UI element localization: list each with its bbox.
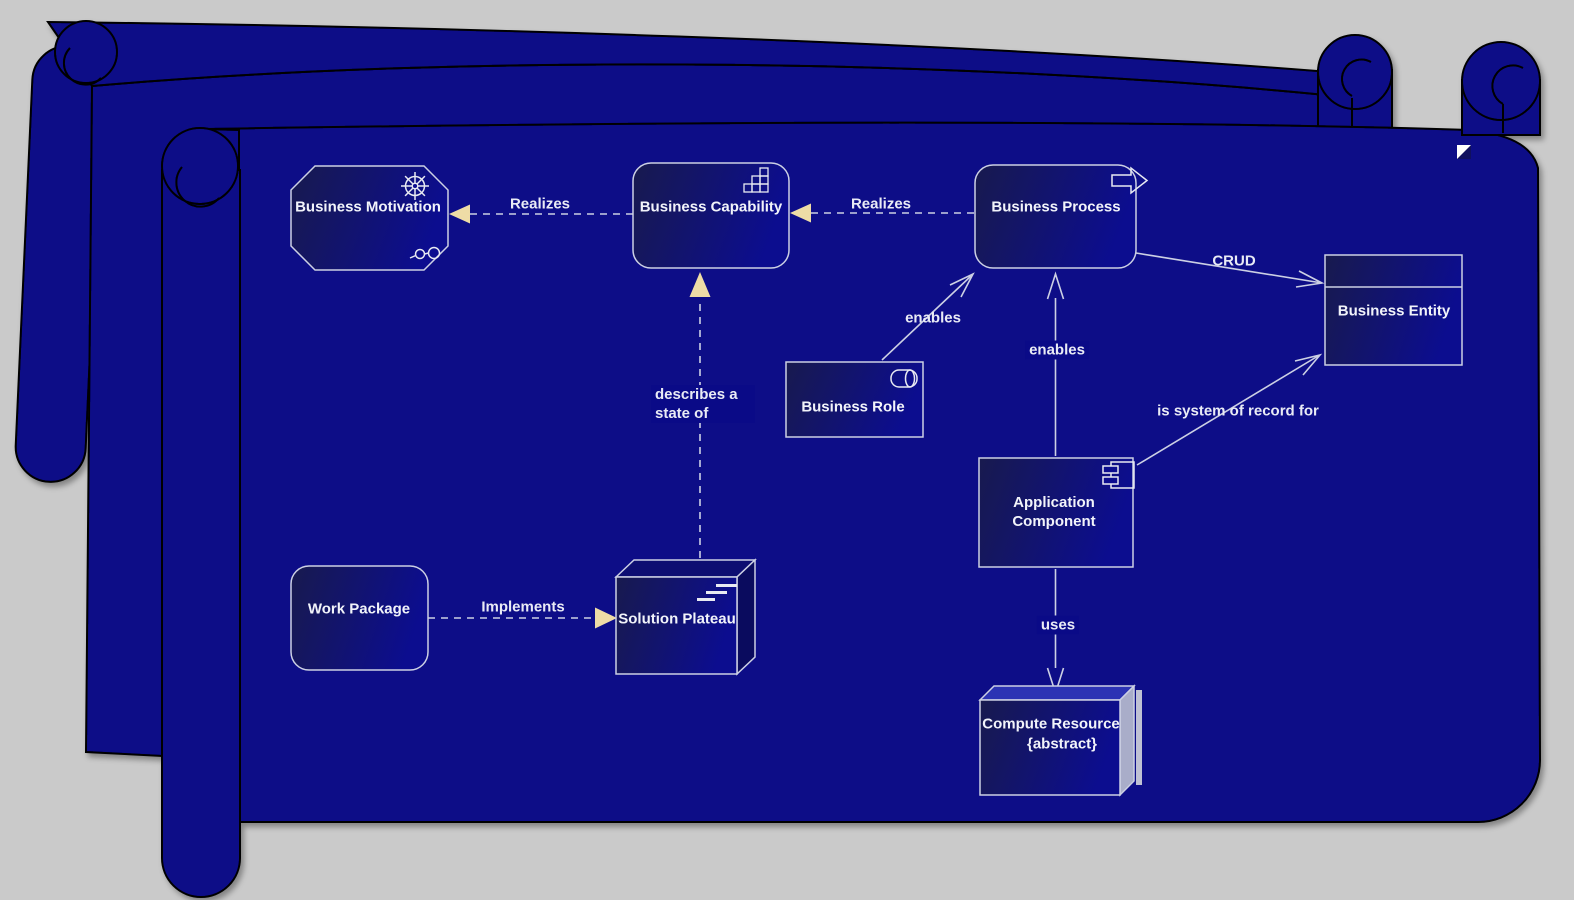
- node-business-entity-shape[interactable]: [1324, 254, 1463, 366]
- process-arrow-icon: [1111, 166, 1149, 195]
- capability-stairs-icon: [743, 167, 769, 193]
- note-fold-marker: [1457, 145, 1471, 159]
- node-business-process-shape[interactable]: [974, 164, 1137, 269]
- component-icon: [1102, 461, 1135, 489]
- edge-enables-role[interactable]: [881, 275, 972, 361]
- realization-triangle-arrowhead: [689, 272, 711, 297]
- open-arrowhead: [1294, 353, 1323, 376]
- open-arrowhead: [1046, 271, 1065, 300]
- node-solution-plateau-shape[interactable]: [614, 558, 757, 676]
- links-icon: [409, 246, 441, 260]
- front-scroll-left-roll: [161, 169, 241, 898]
- realization-triangle-arrowhead: [790, 203, 811, 223]
- realization-triangle-arrowhead: [449, 204, 470, 224]
- front-scroll-body: [202, 121, 1542, 823]
- open-arrowhead: [949, 272, 975, 298]
- plateau-steps-icon: [697, 584, 737, 601]
- edge-is-system-of-record-for[interactable]: [1136, 355, 1319, 466]
- node-compute-resource-shape[interactable]: [978, 684, 1142, 797]
- role-cylinder-icon: [890, 369, 918, 388]
- node-business-role-shape[interactable]: [785, 361, 924, 438]
- realization-triangle-arrowhead: [595, 607, 617, 629]
- node-work-package-shape[interactable]: [290, 565, 429, 671]
- open-arrowhead: [1295, 270, 1325, 288]
- front-scroll-topleft-curl: [161, 127, 239, 205]
- scroll-parchment-stack: [14, 20, 1542, 898]
- node-application-component-shape[interactable]: [978, 457, 1134, 568]
- back-scroll-topleft-curl: [54, 20, 118, 84]
- edge-crud[interactable]: [1135, 252, 1323, 284]
- node-business-capability-shape[interactable]: [632, 162, 790, 269]
- driver-wheel-icon: [401, 172, 429, 200]
